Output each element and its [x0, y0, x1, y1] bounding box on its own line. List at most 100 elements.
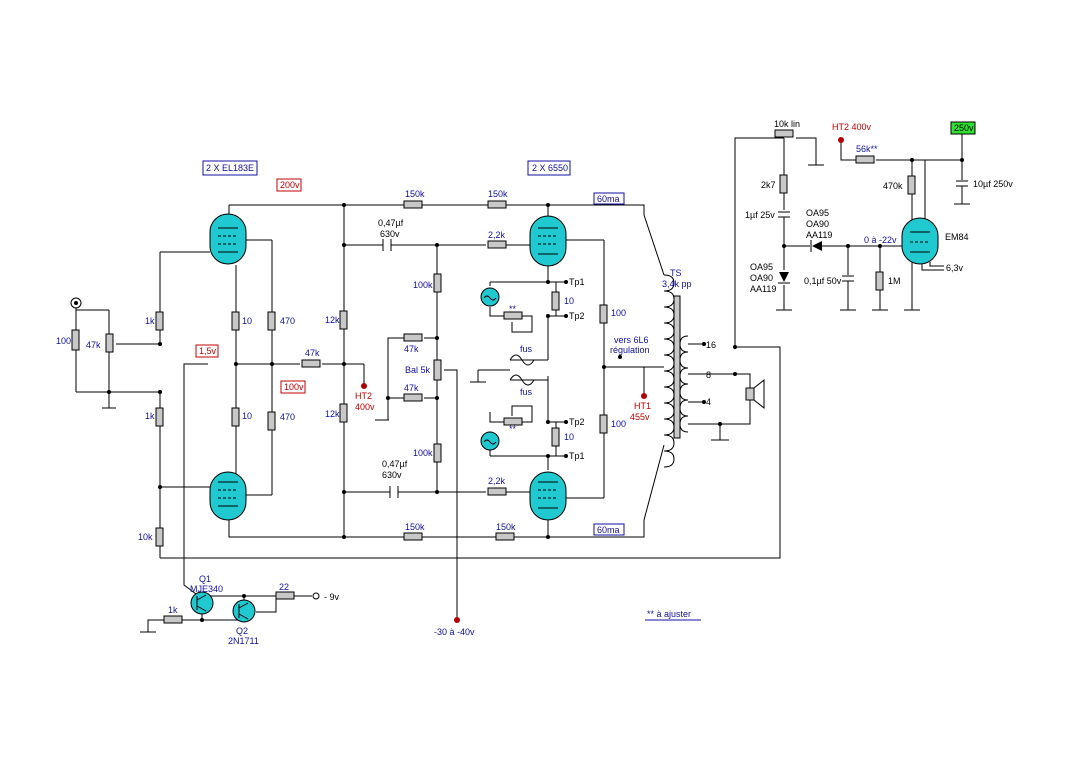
- label-150k-1: 150k: [405, 189, 425, 199]
- label-100-2: 100: [611, 419, 626, 429]
- label-ht2: HT2: [355, 391, 372, 401]
- label-tp1-top: Tp1: [569, 277, 585, 287]
- label-100k-1: 100k: [413, 280, 433, 290]
- label-100-input: 100: [56, 336, 71, 346]
- label-470-1: 470: [280, 316, 295, 326]
- label-200v: 200v: [280, 180, 300, 190]
- label-ts: TS: [670, 268, 682, 278]
- label-47k-2: 47k: [404, 383, 419, 393]
- label-oa95-1: OA95: [806, 208, 829, 218]
- label-q1-type: MJE340: [190, 584, 223, 594]
- label-470-2: 470: [280, 412, 295, 422]
- label-cap2-value: 0,47µf: [382, 459, 408, 469]
- label-2-2k-1: 2,2k: [488, 230, 506, 240]
- label-fus-2: fus: [520, 387, 533, 397]
- label-tap-16: 16: [706, 340, 716, 350]
- label-power-tubes: 2 X EL183E: [206, 163, 254, 173]
- label-150k-3: 150k: [405, 522, 425, 532]
- box-6550: [527, 160, 571, 176]
- output-transformer: [663, 274, 689, 468]
- label-100v: 100v: [284, 382, 304, 392]
- speaker: [745, 378, 765, 410]
- label-tap-8: 8: [706, 370, 711, 380]
- label-12k-2: 12k: [325, 409, 340, 419]
- box-el183e: [202, 160, 258, 176]
- label-150k-4: 150k: [496, 522, 516, 532]
- label-aa119-1: AA119: [806, 230, 832, 240]
- label-range: 0 à -22v: [864, 235, 897, 245]
- label-10-3: 10: [564, 296, 574, 306]
- junction-dots: [107, 137, 964, 623]
- label-100-1: 100: [611, 308, 626, 318]
- label-oa90-2: OA90: [750, 273, 773, 283]
- label-12k-1: 12k: [325, 315, 340, 325]
- box-1-5v: [195, 344, 219, 358]
- label-adjust-mark-1: **: [509, 304, 517, 314]
- label-6-3v: 6,3v: [946, 263, 964, 273]
- transistors: [190, 591, 256, 623]
- label-470k: 470k: [883, 181, 903, 191]
- label-vers-6l6: vers 6L6: [614, 335, 649, 345]
- label-cap1-voltage: 630v: [380, 229, 400, 239]
- label-bal: Bal 5k: [405, 365, 431, 375]
- label-10k-lin: 10k lin: [774, 119, 800, 129]
- label-1m: 1M: [888, 276, 901, 286]
- label-note: ** à ajuster: [647, 609, 691, 619]
- label-60ma-1: 60ma: [597, 194, 620, 204]
- label-oa95-2: OA95: [750, 262, 773, 272]
- label-150k-2: 150k: [488, 189, 508, 199]
- label-minus-9v: - 9v: [324, 592, 340, 602]
- label-10-4: 10: [564, 432, 574, 442]
- label-tap-4: 4: [706, 397, 711, 407]
- tube-el183e-bottom: [209, 471, 247, 521]
- capacitors: [382, 239, 399, 498]
- box-60ma-top: [593, 192, 625, 205]
- label-01uf: 0,1µf 50v: [804, 276, 842, 286]
- meters: [480, 287, 500, 451]
- label-ht2-voltage: 400v: [355, 402, 375, 412]
- label-fus-1: fus: [520, 344, 533, 354]
- label-1-5v: 1,5v: [199, 346, 217, 356]
- label-q1: Q1: [199, 574, 211, 584]
- ground-symbols: [102, 164, 824, 441]
- label-cap2-voltage: 630v: [382, 470, 402, 480]
- label-10-1: 10: [242, 316, 252, 326]
- label-cap1-value: 0,47µf: [378, 218, 404, 228]
- label-adjust-mark-2: **: [509, 424, 517, 434]
- labels: 2 X EL183E 2 X 6550 200v 1,5v 100v 150k …: [56, 119, 1013, 646]
- label-oa90-1: OA90: [806, 219, 829, 229]
- tube-el183e-top: [209, 213, 247, 265]
- label-tp1-bottom: Tp1: [569, 451, 585, 461]
- tube-6550-top: [529, 215, 567, 267]
- label-ht1-voltage: 455v: [630, 412, 650, 422]
- label-56k: 56k**: [856, 144, 878, 154]
- input-jack: [70, 297, 82, 309]
- label-tp2-bottom: Tp2: [569, 417, 585, 427]
- label-47k-3: 47k: [305, 348, 320, 358]
- label-22: 22: [279, 582, 289, 592]
- box-250v: [950, 121, 976, 135]
- box-100v: [280, 380, 306, 394]
- tube-em84: [901, 217, 939, 265]
- label-47k-1: 47k: [404, 344, 419, 354]
- label-10uf: 10µf 250v: [973, 179, 1013, 189]
- label-2-2k-2: 2,2k: [488, 476, 506, 486]
- label-regulation: régulation: [610, 345, 650, 355]
- label-47k-pot: 47k: [86, 340, 101, 350]
- wiring: [75, 134, 970, 633]
- label-q2: Q2: [236, 626, 248, 636]
- label-neg-bias: -30 à -40v: [434, 627, 475, 637]
- label-10k: 10k: [138, 532, 153, 542]
- label-ts-impedance: 3,4k pp: [662, 279, 692, 289]
- label-ht1: HT1: [634, 401, 651, 411]
- label-2k7: 2k7: [761, 180, 776, 190]
- resistors: [71, 129, 916, 624]
- label-1k-1: 1k: [145, 316, 155, 326]
- fuses: [509, 354, 535, 386]
- label-60ma-2: 60ma: [597, 525, 620, 535]
- label-250v: 250v: [954, 123, 974, 133]
- label-ht2-400v: HT2 400v: [832, 122, 872, 132]
- label-q2-type: 2N1711: [228, 636, 259, 646]
- label-1k-2: 1k: [145, 411, 155, 421]
- label-100k-2: 100k: [413, 448, 433, 458]
